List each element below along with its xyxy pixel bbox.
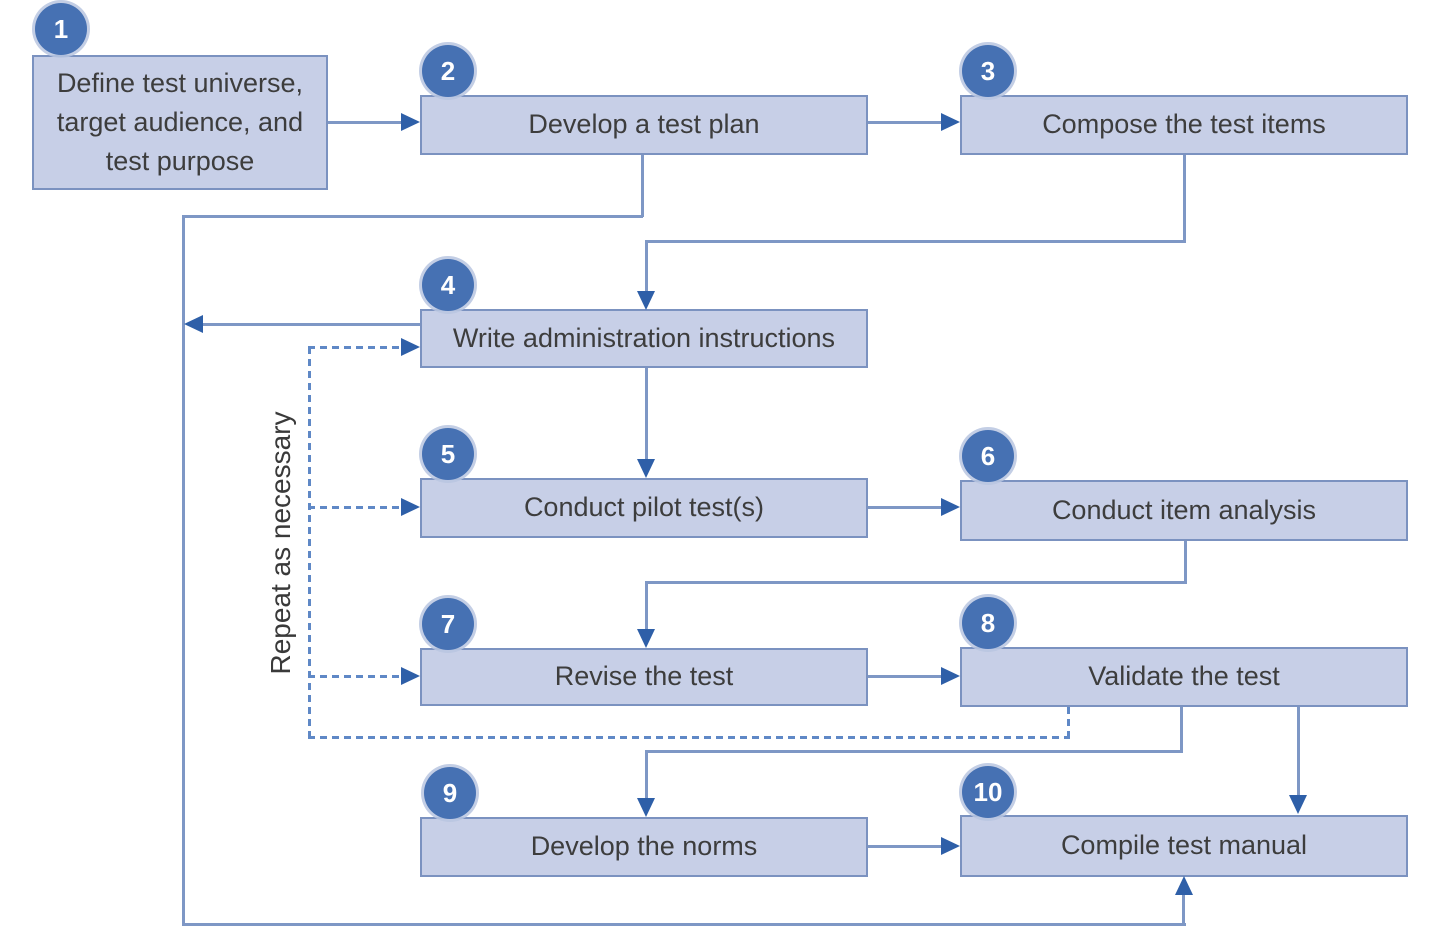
node-6-number-badge: 6 — [962, 430, 1014, 482]
node-10-number: 10 — [973, 776, 1003, 807]
node-9-number: 9 — [442, 777, 458, 808]
node-5-label: Conduct pilot test(s) — [523, 492, 765, 523]
edge-3-to-4-drop-line — [1183, 155, 1186, 243]
node-1-label: Define test universe, target audience, a… — [56, 67, 304, 177]
node-6-label: Conduct item analysis — [1051, 494, 1317, 525]
edge-4-to-bus-arrowhead — [184, 315, 203, 333]
feedback-trunk-line — [308, 347, 311, 738]
edge-8-to-9-horizontal-line — [645, 750, 1183, 753]
edge-1-to-2-arrowhead — [401, 113, 420, 131]
node-2-number-badge: 2 — [422, 45, 474, 97]
left-bus-vertical-line — [182, 215, 185, 926]
edge-3-to-4-descent-line — [645, 240, 648, 293]
node-8-number-badge: 8 — [962, 597, 1014, 649]
node-4-write-administration-instructions: Write administration instructions — [420, 309, 868, 368]
bus-bottom-horizontal-line — [182, 923, 1186, 926]
node-3-number-badge: 3 — [962, 45, 1014, 97]
feedback-to-7-arrowhead — [401, 667, 420, 685]
edge-6-to-7-drop-line — [1184, 541, 1187, 583]
node-2-label: Develop a test plan — [528, 109, 760, 140]
repeat-as-necessary-label: Repeat as necessary — [265, 411, 296, 675]
edge-8-to-9-arrowhead — [637, 798, 655, 817]
node-6-number: 6 — [980, 440, 996, 471]
edge-5-to-6-line — [868, 506, 942, 509]
edge-6-to-7-horizontal-line — [645, 581, 1187, 584]
edge-9-to-10-line — [868, 845, 942, 848]
node-6-conduct-item-analysis: Conduct item analysis — [960, 480, 1408, 541]
edge-8-to-9-drop-line — [1180, 707, 1183, 753]
node-2-number: 2 — [440, 55, 456, 86]
node-7-number: 7 — [440, 608, 456, 639]
bus-to-10-riser-line — [1182, 894, 1185, 926]
node-7-revise-the-test: Revise the test — [420, 648, 868, 706]
node-4-label: Write administration instructions — [452, 322, 836, 353]
bus-to-10-arrowhead — [1175, 876, 1193, 895]
node-1-number: 1 — [53, 13, 69, 44]
node-9-label: Develop the norms — [530, 831, 758, 862]
feedback-to-5-line — [308, 506, 400, 509]
feedback-to-4-arrowhead — [401, 338, 420, 356]
node-10-label: Compile test manual — [1060, 830, 1308, 861]
node-9-develop-the-norms: Develop the norms — [420, 817, 868, 877]
node-9-number-badge: 9 — [424, 767, 476, 819]
node-10-number-badge: 10 — [962, 766, 1014, 818]
edge-5-to-6-arrowhead — [941, 498, 960, 516]
edge-4-to-5-line — [645, 368, 648, 461]
node-2-develop-test-plan: Develop a test plan — [420, 95, 868, 155]
node-5-conduct-pilot-tests: Conduct pilot test(s) — [420, 478, 868, 538]
edge-7-to-8-arrowhead — [941, 667, 960, 685]
node-4-number-badge: 4 — [422, 259, 474, 311]
node-3-label: Compose the test items — [1042, 109, 1326, 140]
edge-2-to-3-line — [868, 121, 942, 124]
edge-6-to-7-arrowhead — [637, 629, 655, 648]
node-3-compose-test-items: Compose the test items — [960, 95, 1408, 155]
feedback-return-bottom-line — [308, 736, 1070, 739]
node-8-number: 8 — [980, 607, 996, 638]
edge-9-to-10-arrowhead — [941, 837, 960, 855]
node-8-label: Validate the test — [1088, 661, 1280, 692]
feedback-from-8-stub-line — [1067, 707, 1070, 739]
node-5-number: 5 — [440, 438, 456, 469]
edge-7-to-8-line — [868, 675, 942, 678]
edge-8-to-10-line — [1297, 707, 1300, 797]
edge-2-to-bus-drop-line — [641, 155, 644, 217]
feedback-to-5-arrowhead — [401, 498, 420, 516]
node-1-define-test-universe: Define test universe, target audience, a… — [32, 55, 328, 190]
edge-6-to-7-descent-line — [645, 581, 648, 631]
edge-3-to-4-arrowhead — [637, 291, 655, 310]
node-10-compile-test-manual: Compile test manual — [960, 815, 1408, 877]
node-7-label: Revise the test — [554, 661, 734, 692]
feedback-to-7-line — [308, 675, 400, 678]
node-3-number: 3 — [980, 55, 996, 86]
edge-4-to-5-arrowhead — [637, 459, 655, 478]
edge-3-to-4-horizontal-line — [645, 240, 1186, 243]
edge-1-to-2-line — [328, 121, 402, 124]
edge-2-to-bus-horizontal-line — [182, 215, 643, 218]
node-8-validate-the-test: Validate the test — [960, 647, 1408, 707]
node-4-number: 4 — [440, 269, 456, 300]
edge-8-to-9-descent-line — [645, 750, 648, 800]
feedback-to-4-line — [308, 346, 400, 349]
edge-8-to-10-arrowhead — [1289, 795, 1307, 814]
node-5-number-badge: 5 — [422, 428, 474, 480]
edge-2-to-3-arrowhead — [941, 113, 960, 131]
node-7-number-badge: 7 — [422, 598, 474, 650]
edge-4-to-bus-line — [203, 323, 420, 326]
node-1-number-badge: 1 — [35, 3, 87, 55]
